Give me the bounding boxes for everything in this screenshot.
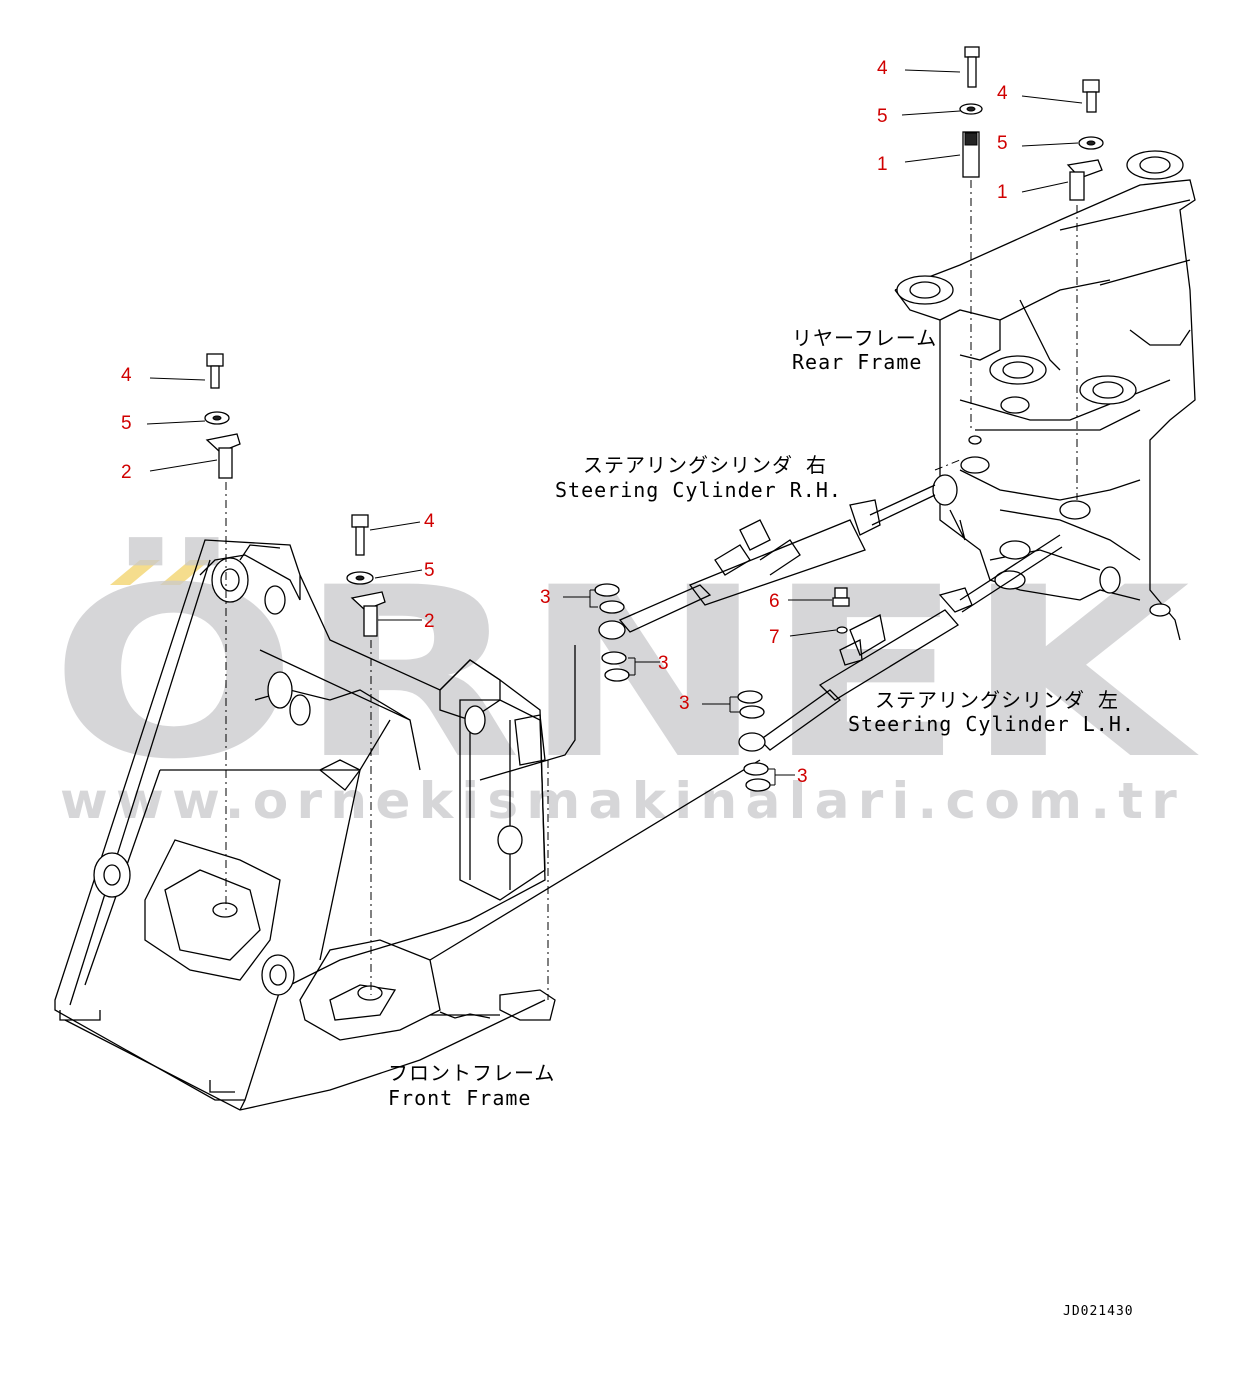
callout-rear-bolt-1: 4	[877, 58, 888, 79]
front-frame-label-en: Front Frame	[388, 1086, 531, 1110]
drawing-code: JD021430	[1063, 1304, 1134, 1319]
cylinder-rh-label-en: Steering Cylinder R.H.	[555, 478, 842, 502]
callout-oring: 7	[769, 627, 780, 648]
rear-hardware-2	[1021, 79, 1104, 500]
callout-rear-pin-2: 1	[997, 182, 1008, 203]
fitting-and-oring	[788, 587, 850, 637]
callout-front-washer-2: 5	[424, 560, 435, 581]
watermark-url: www.ornekismakinalari.com.tr	[60, 772, 1185, 830]
callout-rear-bolt-2: 4	[997, 83, 1008, 104]
rear-frame	[894, 150, 1196, 641]
watermark-accent-right	[160, 560, 210, 585]
watermark-accent-left	[110, 560, 160, 585]
callout-front-washer-1: 5	[121, 413, 132, 434]
cylinder-rh-label-jp: ステアリングシリンダ 右	[583, 453, 827, 477]
callout-rh-seal-upper: 3	[540, 587, 551, 608]
callout-front-bolt-2: 4	[424, 511, 435, 532]
cylinder-lh-label-en: Steering Cylinder L.H.	[848, 712, 1135, 736]
callout-front-bolt-1: 4	[121, 365, 132, 386]
front-hardware-2	[346, 514, 423, 995]
rear-hardware-1	[901, 46, 983, 430]
rear-frame-label-en: Rear Frame	[792, 350, 922, 374]
callout-front-pin-2: 2	[424, 611, 435, 632]
callout-front-pin-1: 2	[121, 462, 132, 483]
callout-rear-washer-1: 5	[877, 106, 888, 127]
callout-lh-seal-upper: 3	[679, 693, 690, 714]
callout-fitting: 6	[769, 591, 780, 612]
steering-cylinder-rh	[479, 484, 936, 781]
callout-lh-seal-lower: 3	[797, 766, 808, 787]
cylinder-lh-label-jp: ステアリングシリンダ 左	[875, 688, 1119, 712]
component-labels: リヤーフレーム Rear Frame ステアリングシリンダ 右 Steering…	[388, 326, 1135, 1319]
seal-leaders	[563, 583, 795, 792]
callouts: 4 5 1 4 5 1 4 5 2 4 5 2 3 3 3 3 6 7	[121, 58, 1008, 787]
callout-rear-pin-1: 1	[877, 154, 888, 175]
front-frame-label-jp: フロントフレーム	[388, 1061, 555, 1085]
callout-rh-seal-lower: 3	[658, 653, 669, 674]
front-hardware-1	[146, 353, 241, 910]
steering-cylinder-lh	[429, 534, 1063, 961]
front-frame	[54, 539, 556, 1111]
callout-rear-washer-2: 5	[997, 133, 1008, 154]
dash-leader-rh	[934, 459, 961, 471]
rear-frame-label-jp: リヤーフレーム	[792, 326, 937, 350]
